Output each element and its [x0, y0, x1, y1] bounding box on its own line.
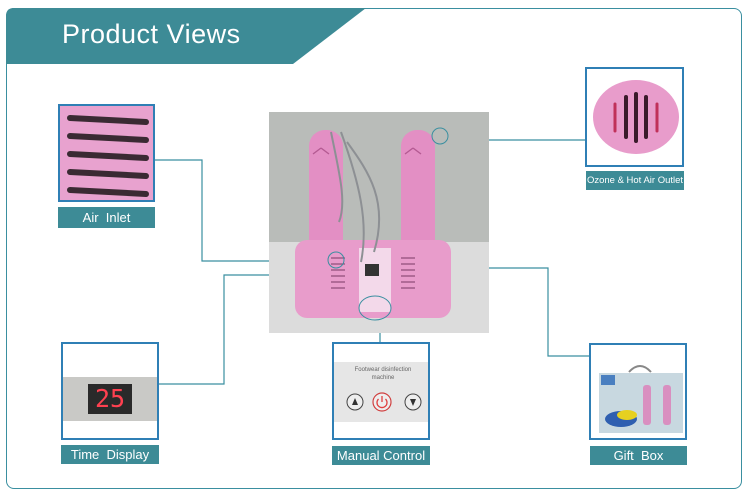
- manual-control-label: Manual Control: [332, 446, 430, 465]
- ozone-outlet-image: [585, 67, 684, 167]
- gift-box-image: [589, 343, 687, 440]
- panel-text: machine: [371, 375, 395, 381]
- header-banner: [6, 8, 366, 64]
- page-title: Product Views: [62, 19, 241, 49]
- product-photo: [269, 112, 489, 333]
- time-display-image: 25: [61, 342, 159, 440]
- time-digits: 25: [88, 384, 132, 414]
- manual-control-image: Footwear disinfection machine: [332, 342, 430, 440]
- air-inlet-label: Air Inlet: [58, 207, 155, 228]
- ozone-outlet-label: Ozone & Hot Air Outlet: [586, 171, 684, 190]
- time-display-label: Time Display: [61, 445, 159, 464]
- panel-text: Footwear disinfection: [354, 367, 412, 373]
- content-frame: [6, 8, 742, 489]
- gift-box-label: Gift Box: [590, 446, 687, 465]
- air-inlet-image: [58, 104, 155, 202]
